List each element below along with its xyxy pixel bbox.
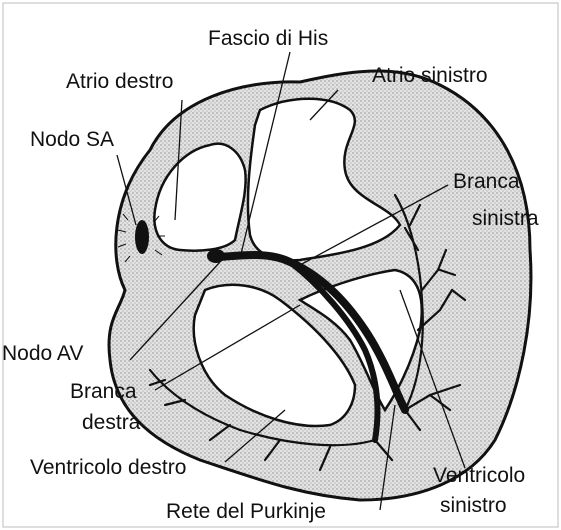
label-atrio-sinistro: Atrio sinistro xyxy=(372,64,488,88)
label-atrio-destro: Atrio destro xyxy=(66,70,173,94)
label-branca-destra-2: destra xyxy=(82,411,140,435)
label-ventricolo-sinistro-1: Ventricolo xyxy=(433,464,525,488)
label-fascio-his: Fascio di His xyxy=(208,27,328,51)
label-ventricolo-destro: Ventricolo destro xyxy=(30,456,186,480)
label-nodo-sa: Nodo SA xyxy=(30,128,114,152)
label-ventricolo-sinistro-2: sinistro xyxy=(440,494,507,518)
label-branca-destra-1: Branca xyxy=(70,380,137,404)
label-rete-purkinje: Rete del Purkinje xyxy=(166,500,326,524)
label-branca-sinistra-1: Branca xyxy=(453,170,520,194)
label-branca-sinistra-2: sinistra xyxy=(472,207,539,231)
label-nodo-av: Nodo AV xyxy=(2,342,83,366)
